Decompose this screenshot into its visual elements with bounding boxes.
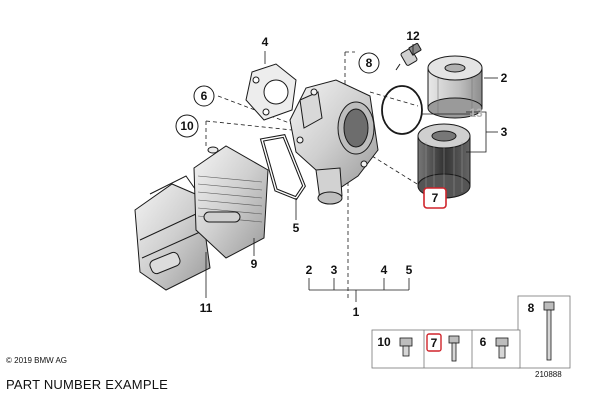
callout-5[interactable]: 5 <box>293 221 300 235</box>
leader-lines <box>205 44 498 302</box>
svg-text:12: 12 <box>406 29 420 43</box>
gasket-part <box>245 63 297 121</box>
diagram-title: PART NUMBER EXAMPLE <box>6 377 169 392</box>
svg-text:8: 8 <box>366 56 373 70</box>
callout-2[interactable]: 2 <box>501 71 508 85</box>
svg-text:1: 1 <box>353 305 360 319</box>
oil-filter-housing-part <box>289 79 379 205</box>
callout-7-highlighted[interactable]: 7 <box>423 187 447 209</box>
callout-9[interactable]: 9 <box>251 257 258 271</box>
heat-exchanger-part <box>193 145 269 259</box>
reference-number: 210888 <box>535 370 562 379</box>
svg-text:8: 8 <box>528 301 535 315</box>
o-ring-part <box>381 85 423 135</box>
callout-4[interactable]: 4 <box>262 35 269 49</box>
svg-text:7: 7 <box>431 336 438 350</box>
svg-text:7: 7 <box>432 191 439 205</box>
svg-text:11: 11 <box>200 301 213 315</box>
bracket-label: 4 <box>381 263 388 277</box>
svg-text:5: 5 <box>293 221 300 235</box>
svg-text:6: 6 <box>480 335 487 349</box>
sensor-part <box>395 42 422 71</box>
callout-1[interactable]: 1 <box>353 305 360 319</box>
hardware-table: 10 7 6 8 <box>371 295 571 369</box>
svg-text:4: 4 <box>262 35 269 49</box>
svg-text:3: 3 <box>501 125 508 139</box>
oil-cooler-cover-part <box>134 175 211 291</box>
svg-text:9: 9 <box>251 257 258 271</box>
square-seal-part <box>259 134 306 201</box>
bolt-long-icon <box>543 301 555 361</box>
bolt-short-icon <box>495 337 509 359</box>
hardware-cell-10[interactable]: 10 <box>377 335 413 357</box>
filter-cap-part <box>427 55 483 119</box>
svg-text:2: 2 <box>501 71 508 85</box>
hardware-cell-6[interactable]: 6 <box>480 335 509 359</box>
callout-10[interactable]: 10 <box>175 114 199 138</box>
callout-6[interactable]: 6 <box>193 85 215 107</box>
bracket-label: 5 <box>406 263 413 277</box>
callout-11[interactable]: 11 <box>200 301 213 315</box>
svg-text:6: 6 <box>201 89 208 103</box>
callout-12[interactable]: 12 <box>406 29 420 43</box>
bracket-1-labels: 2 3 4 5 <box>306 263 413 277</box>
callout-13[interactable]: 13 <box>469 106 483 120</box>
bolt-flange-icon <box>399 337 413 357</box>
filter-element-part <box>417 123 471 199</box>
svg-text:10: 10 <box>377 335 391 349</box>
bracket-label: 3 <box>331 263 338 277</box>
bolt-hex-icon <box>448 335 460 362</box>
svg-text:13: 13 <box>469 106 483 120</box>
copyright-notice: © 2019 BMW AG <box>6 356 68 365</box>
bracket-label: 2 <box>306 263 313 277</box>
hardware-cell-8[interactable]: 8 <box>528 301 555 361</box>
callout-8[interactable]: 8 <box>358 52 380 74</box>
callout-3[interactable]: 3 <box>501 125 508 139</box>
hardware-cell-7-highlighted[interactable]: 7 <box>426 333 460 362</box>
svg-text:10: 10 <box>180 119 194 133</box>
